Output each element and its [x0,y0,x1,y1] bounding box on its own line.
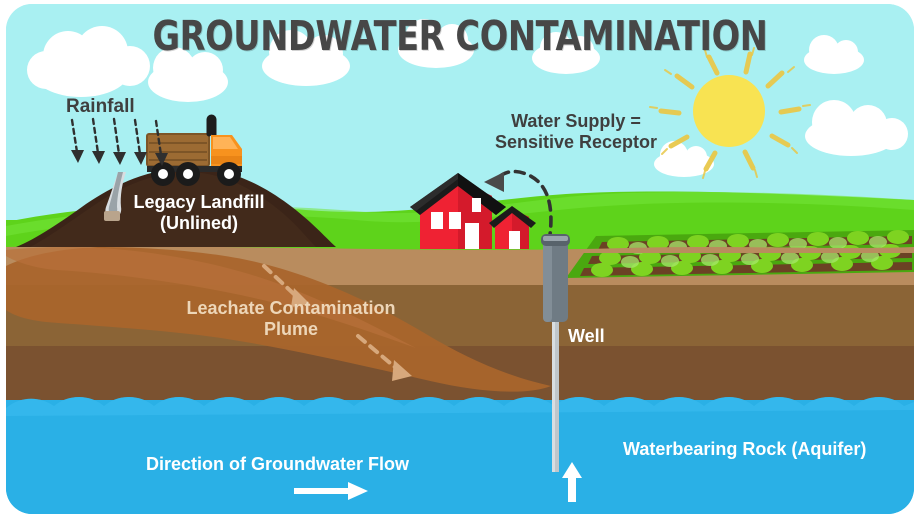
diagram-frame: GROUNDWATER CONTAMINATION [6,4,914,514]
label-landfill-line1: Legacy Landfill [133,192,265,212]
page-title: GROUNDWATER CONTAMINATION [152,12,768,60]
label-aquifer: Waterbearing Rock (Aquifer) [623,439,867,459]
label-rainfall: Rainfall [66,96,135,117]
label-plume-line1: Leachate Contamination [186,298,396,318]
label-water-supply: Water Supply = Sensitive Receptor [486,111,666,153]
label-leachate-plume: Leachate Contamination Plume [156,298,426,340]
label-legacy-landfill: Legacy Landfill (Unlined) [94,192,304,234]
soil-layer-upper [6,247,914,286]
label-water-supply-line2: Sensitive Receptor [494,132,658,153]
label-landfill-line2: (Unlined) [160,213,238,234]
label-water-supply-line1: Water Supply = [511,111,641,131]
label-plume-line2: Plume [263,319,319,340]
label-groundwater-flow: Direction of Groundwater Flow [146,454,410,474]
soil-layer-middle [6,285,914,347]
label-well: Well [568,326,605,346]
